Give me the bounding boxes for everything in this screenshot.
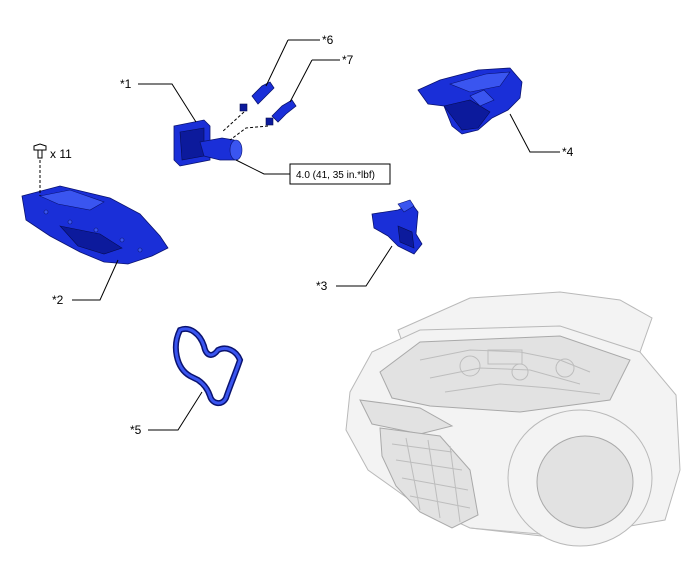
leader-lines [72, 39, 560, 431]
part-4-engine-cover [417, 67, 523, 135]
torque-spec-box [289, 163, 391, 185]
callout-4: *4 [562, 145, 574, 159]
part-6-hose [239, 81, 275, 112]
callout-6: *6 [322, 33, 334, 47]
part-5-drive-belt [172, 326, 244, 406]
part-3-bracket [371, 199, 423, 255]
part-7-hose [265, 99, 297, 126]
callout-2: *2 [52, 293, 64, 307]
callout-5: *5 [130, 423, 142, 437]
callout-3: *3 [316, 279, 328, 293]
bolt-clip-icon [33, 143, 47, 159]
vehicle-front-illustration [345, 291, 681, 547]
callout-7: *7 [342, 53, 354, 67]
part-1-intake-assembly [173, 119, 243, 167]
torque-spec-text: 4.0 (41, 35 in.*lbf) [296, 170, 375, 181]
part-2-cowl-panel [21, 185, 169, 265]
bolt-quantity: x 11 [50, 147, 72, 161]
callout-1: *1 [120, 77, 132, 91]
connection-dashes [221, 111, 269, 141]
